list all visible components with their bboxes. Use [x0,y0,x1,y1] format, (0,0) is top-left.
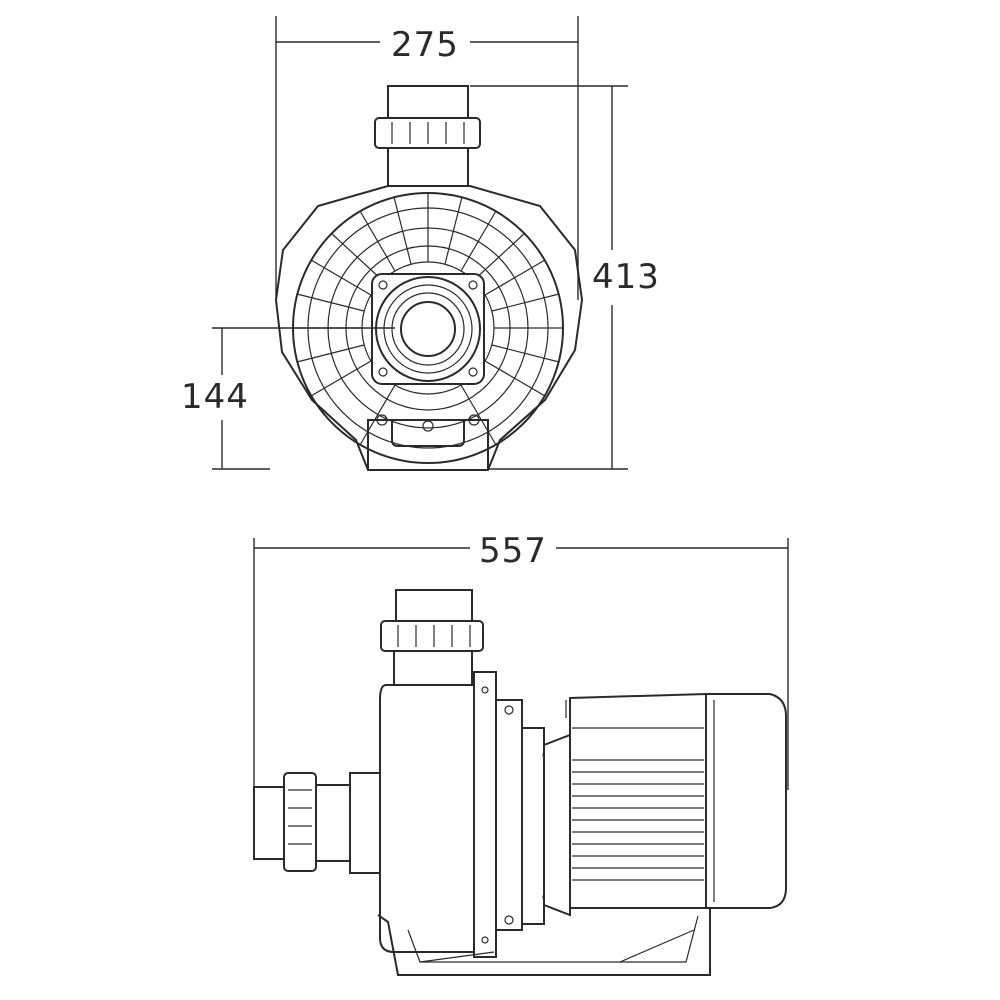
side-inlet-nut-ribs [288,789,312,845]
side-pump-body [379,684,475,953]
side-inlet-nut [283,772,317,872]
side-adaptor-cone [543,733,571,917]
front-hub-ring-3 [391,292,465,366]
side-motor-fan-cover [705,693,787,909]
side-outlet-nut-ribs [397,625,471,647]
front-hub-ring-2 [383,284,473,374]
front-outlet-pipe [387,85,469,123]
side-flange-bolts [481,686,514,944]
front-view: 275 413 144 [181,16,660,471]
side-flange-plate [473,671,497,958]
side-inlet-flange [349,772,381,874]
side-outlet-collar [393,650,473,686]
front-base-foot [367,419,489,470]
side-flange-inner [495,699,523,931]
front-outlet-nut-ribs [391,122,465,144]
side-view: 557 [253,531,789,976]
dimension-inlet-height-label: 144 [181,377,249,417]
front-outlet-collar [387,147,469,187]
dimension-front-width-label: 275 [391,25,459,65]
side-motor-body [569,692,707,909]
dimension-front-height-label: 413 [592,257,660,297]
front-inlet-opening [400,301,456,357]
front-base-tab [391,420,465,447]
side-base-brace-2 [619,929,695,963]
side-base-inner [407,915,699,963]
front-hub-ring-1 [375,276,481,382]
front-bolts [376,280,480,432]
side-adaptor [521,727,545,925]
side-base-brace [419,951,495,963]
front-grill-ribs [293,193,563,446]
side-outlet-nut [380,620,484,652]
dimension-front-width [275,16,579,300]
dimension-side-length [253,538,789,790]
dimension-side-length-label: 557 [479,531,547,571]
side-motor-fins [572,759,704,881]
side-base-stand [377,908,711,976]
dimension-front-height [470,85,628,470]
side-inlet-collar [315,784,351,862]
dimension-inlet-height [212,327,395,470]
